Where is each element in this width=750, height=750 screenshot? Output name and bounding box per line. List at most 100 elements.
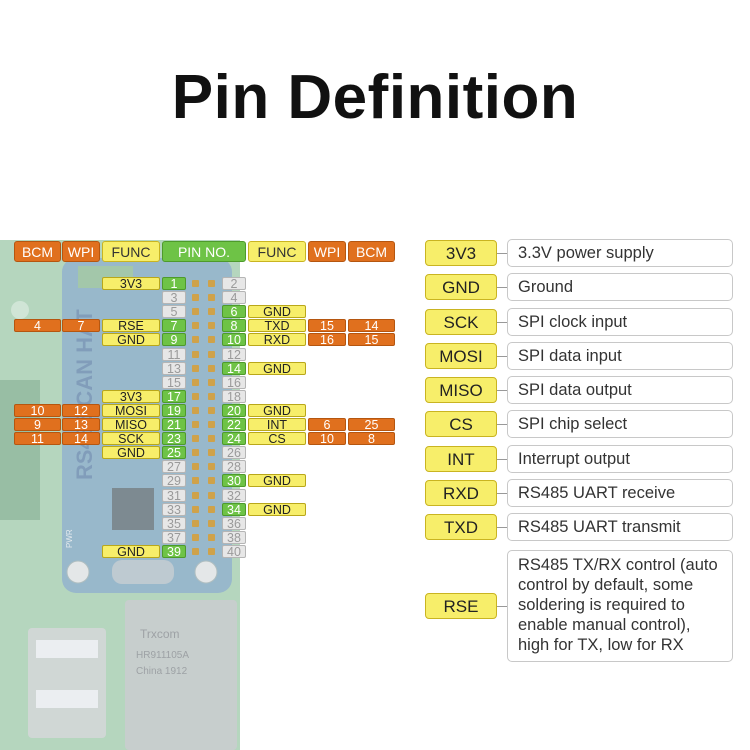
pin-number-left: 27 bbox=[162, 460, 186, 474]
pin-bcm-right: 15 bbox=[348, 333, 395, 347]
pin-bcm-left: 9 bbox=[14, 418, 61, 432]
legend-description: SPI data output bbox=[507, 376, 733, 404]
legend-key: RXD bbox=[425, 480, 497, 506]
header-func-left: FUNC bbox=[102, 241, 160, 262]
pin-wpi-right: 16 bbox=[308, 333, 346, 347]
pin-number-left: 25 bbox=[162, 446, 186, 460]
pin-number-right: 12 bbox=[222, 348, 246, 362]
legend-key: INT bbox=[425, 446, 497, 472]
legend-connector bbox=[497, 606, 507, 607]
pin-wpi-left: 7 bbox=[62, 319, 100, 333]
pin-number-right: 6 bbox=[222, 305, 246, 319]
legend-connector bbox=[497, 527, 507, 528]
ethernet-port bbox=[125, 600, 237, 750]
pin-number-right: 18 bbox=[222, 390, 246, 404]
pin-number-left: 17 bbox=[162, 390, 186, 404]
legend-description: Interrupt output bbox=[507, 445, 733, 473]
pin-func-left: GND bbox=[102, 446, 160, 460]
pin-func-right: GND bbox=[248, 503, 306, 517]
pin-number-right: 8 bbox=[222, 319, 246, 333]
pin-number-left: 9 bbox=[162, 333, 186, 347]
header-wpi-right: WPI bbox=[308, 241, 346, 262]
legend-description: RS485 UART receive bbox=[507, 479, 733, 507]
chip-label-3: China 1912 bbox=[136, 666, 188, 677]
pin-bcm-right: 25 bbox=[348, 418, 395, 432]
pwr-label: PWR bbox=[65, 529, 74, 548]
pin-wpi-left: 13 bbox=[62, 418, 100, 432]
pin-bcm-left: 11 bbox=[14, 432, 61, 446]
header-pin-dot bbox=[192, 407, 199, 414]
legend-key: SCK bbox=[425, 309, 497, 335]
pin-number-right: 20 bbox=[222, 404, 246, 418]
pin-number-right: 22 bbox=[222, 418, 246, 432]
header-pin-dot bbox=[208, 520, 215, 527]
legend-key: MISO bbox=[425, 377, 497, 403]
header-pin-dot bbox=[192, 463, 199, 470]
page-title: Pin Definition bbox=[171, 63, 579, 132]
header-pin-dot bbox=[208, 336, 215, 343]
header-pin-dot bbox=[208, 492, 215, 499]
header-bcm-right: BCM bbox=[348, 241, 395, 262]
pin-func-left: GND bbox=[102, 545, 160, 559]
header-pin-no: PIN NO. bbox=[162, 241, 246, 262]
pin-func-right: GND bbox=[248, 362, 306, 376]
pin-number-left: 7 bbox=[162, 319, 186, 333]
pin-func-left: MISO bbox=[102, 418, 160, 432]
legend-description: SPI chip select bbox=[507, 410, 733, 438]
header-pin-dot bbox=[192, 308, 199, 315]
legend-connector bbox=[497, 493, 507, 494]
legend-description: Ground bbox=[507, 273, 733, 301]
pin-number-left: 11 bbox=[162, 348, 186, 362]
legend-key: 3V3 bbox=[425, 240, 497, 266]
header-pin-dot bbox=[192, 393, 199, 400]
pin-number-left: 19 bbox=[162, 404, 186, 418]
legend-key: RSE bbox=[425, 593, 497, 619]
header-pin-dot bbox=[208, 407, 215, 414]
legend-description: SPI data input bbox=[507, 342, 733, 370]
legend-description: RS485 UART transmit bbox=[507, 513, 733, 541]
legend-connector bbox=[497, 356, 507, 357]
header-bcm-left: BCM bbox=[14, 241, 61, 262]
legend-key: CS bbox=[425, 411, 497, 437]
pin-number-left: 1 bbox=[162, 277, 186, 291]
pin-func-right: CS bbox=[248, 432, 306, 446]
pin-number-right: 14 bbox=[222, 362, 246, 376]
pin-func-right: RXD bbox=[248, 333, 306, 347]
pin-func-right: GND bbox=[248, 305, 306, 319]
header-pin-dot bbox=[192, 534, 199, 541]
header-pin-dot bbox=[208, 351, 215, 358]
pin-func-right: INT bbox=[248, 418, 306, 432]
header-pin-dot bbox=[208, 280, 215, 287]
legend-connector bbox=[497, 390, 507, 391]
pin-number-right: 38 bbox=[222, 531, 246, 545]
pin-func-left: SCK bbox=[102, 432, 160, 446]
legend-key: GND bbox=[425, 274, 497, 300]
hat-label: RS485 CAN HAT bbox=[72, 309, 97, 480]
pin-wpi-left: 12 bbox=[62, 404, 100, 418]
pin-number-right: 30 bbox=[222, 474, 246, 488]
header-pin-dot bbox=[208, 421, 215, 428]
pin-func-left: 3V3 bbox=[102, 390, 160, 404]
pin-wpi-left: 14 bbox=[62, 432, 100, 446]
pin-number-right: 24 bbox=[222, 432, 246, 446]
pin-number-left: 15 bbox=[162, 376, 186, 390]
pin-wpi-right: 6 bbox=[308, 418, 346, 432]
pin-number-right: 34 bbox=[222, 503, 246, 517]
header-pin-dot bbox=[208, 435, 215, 442]
header-pin-dot bbox=[192, 506, 199, 513]
pin-number-left: 13 bbox=[162, 362, 186, 376]
pin-number-left: 31 bbox=[162, 489, 186, 503]
legend-description: SPI clock input bbox=[507, 308, 733, 336]
pin-func-left: MOSI bbox=[102, 404, 160, 418]
header-pin-dot bbox=[192, 294, 199, 301]
pin-number-left: 29 bbox=[162, 474, 186, 488]
header-pin-dot bbox=[208, 308, 215, 315]
header-pin-dot bbox=[208, 449, 215, 456]
header-pin-dot bbox=[208, 365, 215, 372]
header-pin-dot bbox=[192, 520, 199, 527]
header-pin-dot bbox=[192, 421, 199, 428]
header-pin-dot bbox=[192, 435, 199, 442]
pin-bcm-left: 4 bbox=[14, 319, 61, 333]
header-pin-dot bbox=[192, 477, 199, 484]
legend-connector bbox=[497, 424, 507, 425]
